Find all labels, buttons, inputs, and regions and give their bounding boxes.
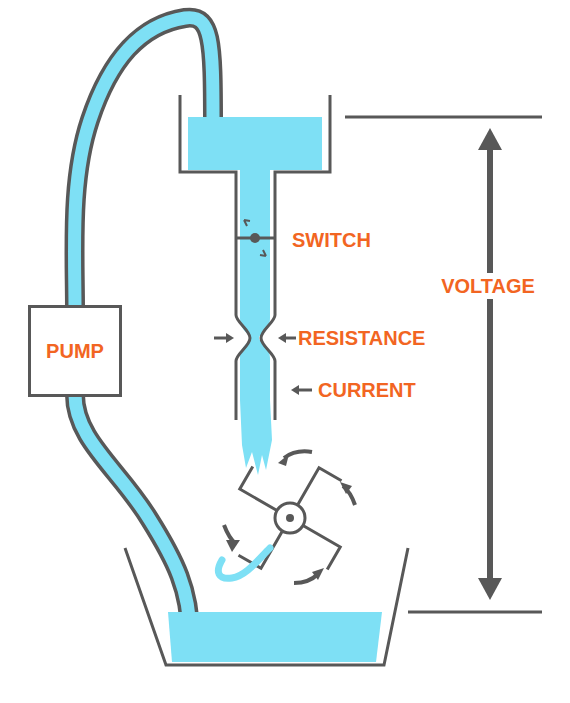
switch-rotation-arrows: [244, 220, 266, 256]
bucket: [125, 548, 408, 665]
hose-water: [75, 395, 190, 635]
water-splash: [218, 548, 270, 578]
current-label: CURRENT: [318, 379, 416, 401]
node-text: PUMP: [46, 340, 104, 362]
pointer-arrow: [298, 389, 312, 392]
switch-pivot: [250, 233, 260, 243]
switch-label: SWITCH: [292, 229, 371, 251]
pointer-arrow: [226, 333, 234, 343]
dimension-line: [345, 116, 542, 119]
resistance-label: RESISTANCE: [298, 327, 425, 349]
voltage-label: VOLTAGE: [437, 273, 539, 299]
dimension-arrowhead: [478, 128, 502, 150]
dimension-arrowhead: [478, 578, 502, 600]
bucket-water: [168, 612, 382, 662]
pointer-arrow: [214, 337, 228, 340]
pointer-arrow: [278, 333, 286, 343]
pointer-arrow: [291, 385, 299, 395]
dimension-line: [408, 611, 542, 614]
dimension-arrow: [487, 145, 493, 582]
rotation-arrows: [224, 451, 355, 583]
pump-box: PUMP: [28, 305, 122, 397]
tank-wall: [261, 95, 330, 420]
tank-wall: [180, 95, 250, 420]
water-wheel: [238, 466, 341, 569]
hose-outline: [75, 395, 190, 635]
